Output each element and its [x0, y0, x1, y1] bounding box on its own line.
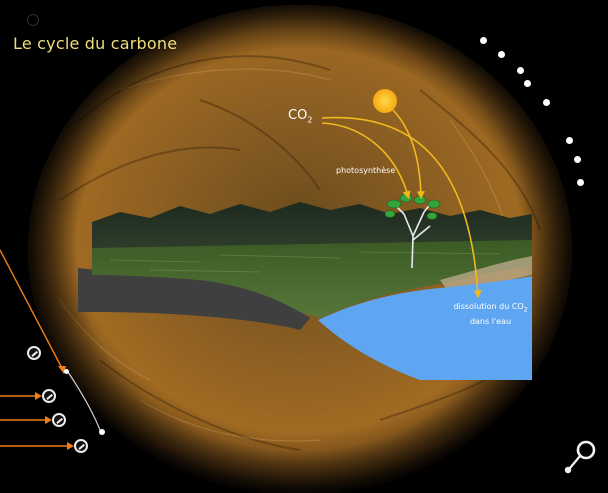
- rotate-icon-2[interactable]: [52, 413, 66, 427]
- rotate-icon-3[interactable]: [74, 439, 88, 453]
- arrow-co2-to-water: [321, 116, 482, 299]
- page-title: Le cycle du carbone: [13, 34, 178, 53]
- photosynthesis-label: photosynthèse: [336, 166, 396, 175]
- shoreline: [440, 256, 532, 294]
- nav-dot-8[interactable]: [577, 179, 584, 186]
- nav-dot-4[interactable]: [524, 80, 531, 87]
- arrow-co2-to-tree: [321, 122, 411, 200]
- co2-label: CO2: [288, 108, 313, 125]
- nav-dot-6[interactable]: [566, 137, 573, 144]
- nav-dot-3[interactable]: [517, 67, 524, 74]
- nav-dot-7[interactable]: [574, 156, 581, 163]
- water-body: [318, 276, 532, 380]
- slider-end[interactable]: [99, 429, 105, 435]
- nav-dot-2[interactable]: [498, 51, 505, 58]
- forest-band: [92, 202, 532, 250]
- nav-dot-1[interactable]: [480, 37, 487, 44]
- arrow-sun-to-tree: [392, 109, 425, 200]
- circle-icon: [27, 14, 39, 26]
- grass-field: [92, 240, 532, 318]
- rock-strip: [78, 268, 310, 330]
- sun: [373, 89, 397, 113]
- nav-dot-5[interactable]: [543, 99, 550, 106]
- slider-track: [67, 371, 101, 431]
- slider-handle[interactable]: [64, 369, 69, 374]
- magnifier-icon[interactable]: [562, 437, 600, 475]
- compass-icon[interactable]: [27, 346, 41, 360]
- rotate-icon-1[interactable]: [42, 389, 56, 403]
